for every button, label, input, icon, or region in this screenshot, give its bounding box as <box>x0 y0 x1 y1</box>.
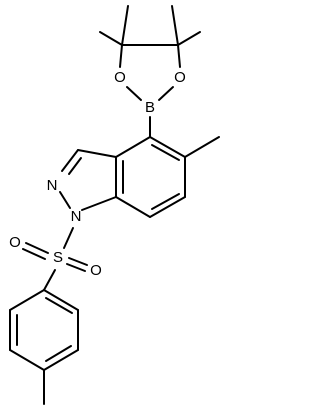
ring-bond <box>61 149 79 172</box>
atom-oxygen-right: O <box>174 69 186 86</box>
methyl-bond <box>177 31 201 46</box>
methyl-bond <box>99 31 123 46</box>
double-bond-inner <box>45 345 72 362</box>
atom-boron: B <box>145 99 155 116</box>
atom-nitrogen-ring: N <box>47 177 58 194</box>
indazole-pyrazole-ring: N N <box>47 149 117 225</box>
tolyl-ring <box>9 289 79 405</box>
bond-b-o-left <box>126 86 142 101</box>
ring-bond <box>149 196 186 218</box>
ring-bond <box>9 289 45 311</box>
double-bond-inner <box>151 193 180 210</box>
atom-oxygen-sulfonyl-top: O <box>9 234 21 251</box>
bond-o-left-c <box>119 44 123 68</box>
methyl-bond <box>121 5 129 46</box>
ring-bond <box>115 136 151 158</box>
bond-o-right-c <box>177 44 181 68</box>
double-bond-s-o <box>66 263 86 272</box>
structure-diagram: O O B N N S O O <box>9 5 220 405</box>
ring-bond <box>59 191 71 209</box>
atom-nitrogen-sulfonyl: N <box>71 208 82 225</box>
ring-bond <box>9 349 45 371</box>
pinacol-boronate-ring: O O B <box>99 5 201 116</box>
double-bond-s-o <box>25 242 49 254</box>
ring-bond <box>115 196 151 218</box>
double-bond-inner <box>45 297 73 314</box>
methyl-bond <box>171 5 179 46</box>
double-bond-inner <box>151 144 180 161</box>
indazole-benzene-ring <box>115 136 186 218</box>
ring-bond <box>43 349 79 371</box>
double-bond-inner <box>68 157 82 175</box>
atom-oxygen-left: O <box>114 69 126 86</box>
bond-b-o-right <box>158 86 174 101</box>
ring-bond <box>149 136 186 158</box>
double-bond-s-o <box>22 248 46 260</box>
atom-oxygen-sulfonyl-bottom: O <box>90 262 102 279</box>
methyl-bond-c5 <box>184 136 220 158</box>
ring-bond <box>43 289 79 311</box>
double-bond-s-o <box>68 257 88 266</box>
ring-bond <box>81 196 117 211</box>
bond-s-c <box>43 269 56 291</box>
sulfonyl-group: S O O <box>9 227 102 291</box>
atom-sulfur: S <box>53 249 63 266</box>
ring-bond <box>77 149 117 158</box>
bond-n-s <box>63 227 74 249</box>
